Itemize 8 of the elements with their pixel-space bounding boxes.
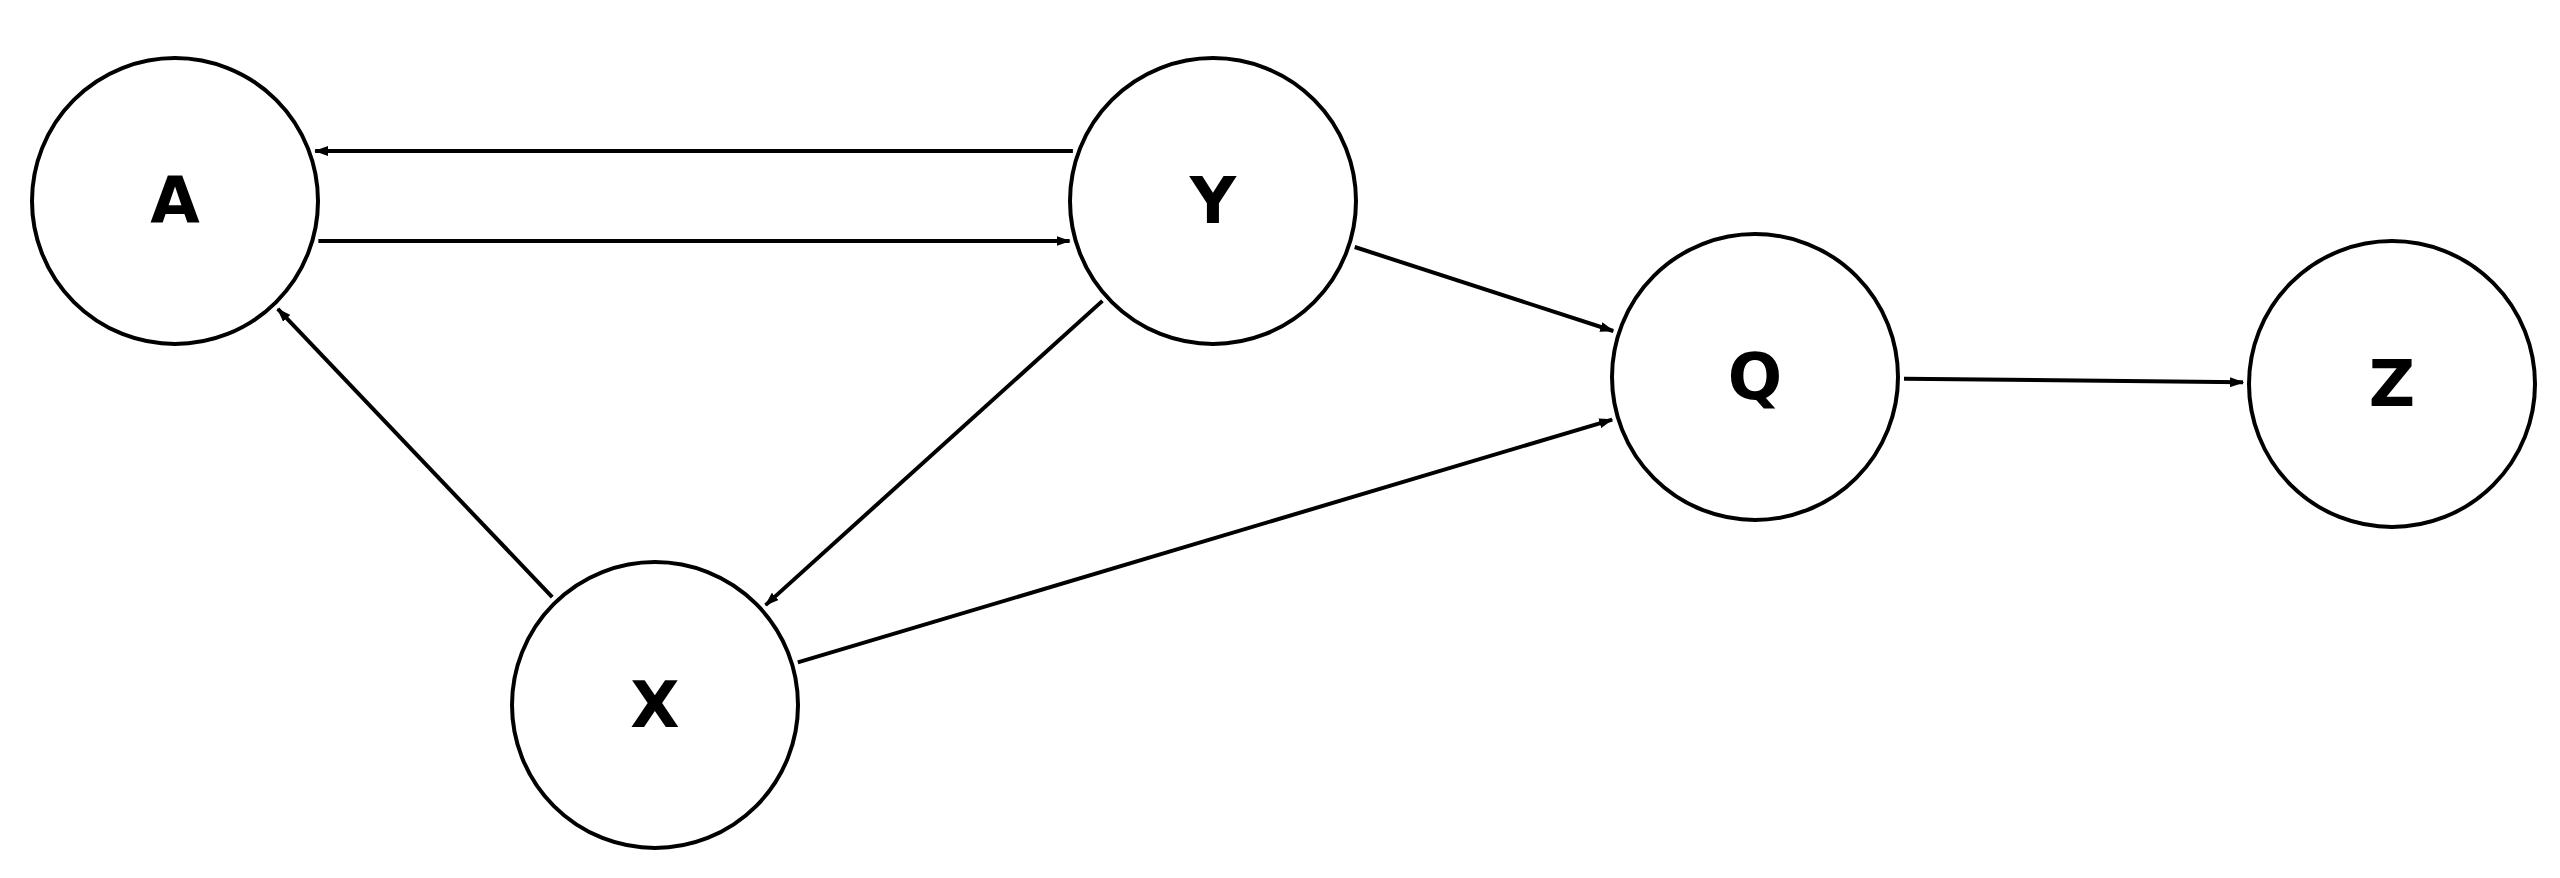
- node-label: A: [150, 163, 200, 240]
- arrow: [276, 307, 554, 599]
- arrow: [764, 299, 1104, 607]
- node-label: Y: [1189, 163, 1237, 240]
- node-label: Q: [1727, 339, 1783, 416]
- node-label: Z: [2368, 346, 2416, 423]
- arrow: [1903, 376, 2244, 388]
- node-label: X: [630, 667, 680, 744]
